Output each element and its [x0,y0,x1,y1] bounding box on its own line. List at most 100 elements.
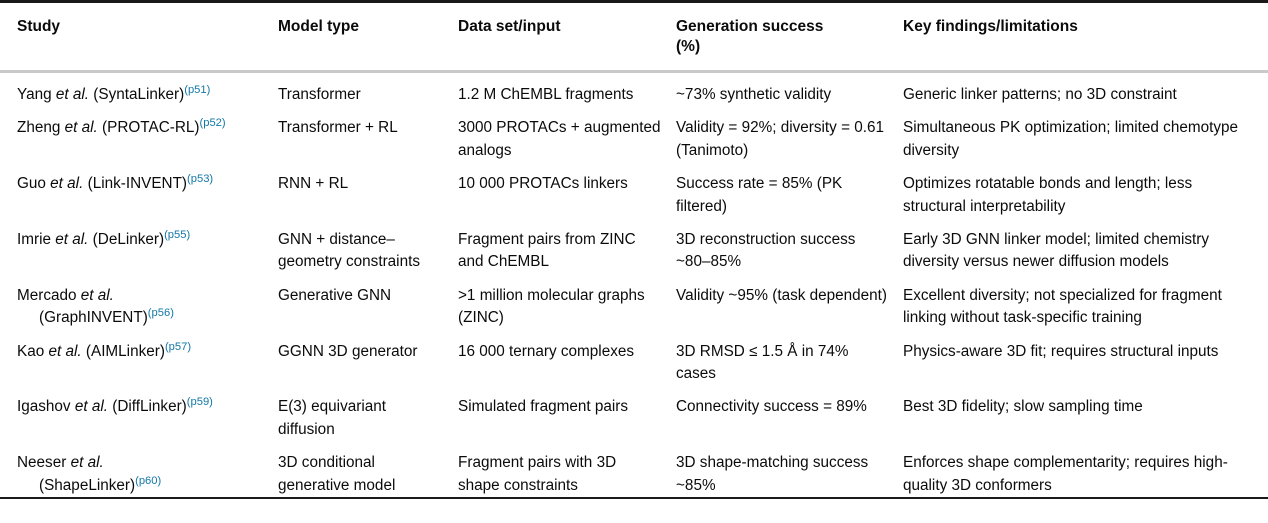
column-header-study: Study [0,1,278,73]
table-cell-generation-success-text: Success rate = 85% (PK filtered) [676,175,843,215]
table-cell-key-findings-text: Excellent diversity; not specialized for… [903,286,1222,327]
table-cell-generation-success: Validity = 92%; diversity = 0.61 (Tanimo… [676,106,903,162]
table-cell-study: Mercado et al.(GraphINVENT)(p56) [0,274,278,330]
table-cell-key-findings-text: Optimizes rotatable bonds and length; le… [903,175,1193,215]
reference-superscript[interactable]: (p52) [199,117,226,130]
table-cell-generation-success-text: 3D reconstruction success ~80–85% [676,231,856,271]
study-author: Guo [17,175,46,193]
reference-superscript[interactable]: (p57) [164,340,192,353]
study-tool-name: (SyntaLinker) [93,86,185,103]
table-cell-model-type-text: RNN + RL [278,175,349,193]
table-cell-model-type-text: 3D conditional generative model [278,454,396,494]
table-row: Yang et al. (SyntaLinker)(p51)Transforme… [0,72,1268,107]
study-name: Igashov et al. (DiffLinker)(p59) [17,396,264,418]
column-header-key-findings-label: Key findings/limitations [903,18,1078,35]
table-cell-model-type: 3D conditional generative model [278,441,458,497]
table-cell-study: Yang et al. (SyntaLinker)(p51) [0,72,278,107]
table-cell-data-set-input: 16 000 ternary complexes [458,330,676,386]
study-et-al: et al. [70,454,104,472]
table-bottom-rule [0,496,1268,500]
column-header-generation-success-label-line1: Generation success [676,18,824,35]
table-cell-key-findings-text: Enforces shape complementarity; requires… [903,454,1228,494]
reference-superscript[interactable]: (p56) [147,307,174,320]
study-tool-name: (ShapeLinker) [39,476,136,494]
table-cell-study: Guo et al. (Link-INVENT)(p53) [0,162,278,218]
study-et-al: et al. [55,231,89,249]
table-cell-data-set-input-text: Fragment pairs from ZINC and ChEMBL [458,231,636,271]
study-et-al: et al. [50,175,84,193]
study-author: Imrie [17,231,51,249]
reference-superscript[interactable]: (p55) [164,228,191,241]
table-cell-model-type: GGNN 3D generator [278,330,458,386]
table-cell-generation-success-text: Validity = 92%; diversity = 0.61 (Tanimo… [676,119,885,159]
table-cell-data-set-input-text: 1.2 M ChEMBL fragments [458,86,634,103]
column-header-data-set-input-label: Data set/input [458,18,561,35]
study-author: Mercado [17,286,77,304]
table-row: Kao et al. (AIMLinker)(p57) GGNN 3D gener… [0,330,1268,386]
table-cell-data-set-input-text: 3000 PROTACs + augmented analogs [458,119,661,159]
study-name: Mercado et al.(GraphINVENT)(p56) [17,285,264,330]
table-header: Study Model type Data set/input Generati… [0,1,1268,73]
study-et-al: et al. [64,119,98,137]
table-cell-study: Igashov et al. (DiffLinker)(p59) [0,385,278,441]
study-name-line-2: (GraphINVENT)(p56) [17,307,264,329]
table-cell-key-findings: Simultaneous PK optimization; limited ch… [903,106,1268,162]
study-et-al: et al. [48,342,82,360]
table-cell-data-set-input-text: >1 million molecular graphs (ZINC) [458,286,645,327]
table-cell-data-set-input: Fragment pairs with 3D shape constraints [458,441,676,497]
column-header-key-findings: Key findings/limitations [903,1,1268,73]
study-author: Zheng [17,119,61,137]
study-name-line-1: Neeser et al. [17,452,264,474]
study-tool-name: (Link-INVENT) [87,175,188,193]
table-cell-model-type-text: Transformer + RL [278,119,398,137]
table-bottom-rule-cell [0,496,1268,500]
table-cell-data-set-input: 10 000 PROTACs linkers [458,162,676,218]
table-cell-data-set-input: >1 million molecular graphs (ZINC) [458,274,676,330]
reference-superscript[interactable]: (p59) [186,396,213,409]
study-name-line-1: Mercado et al. [17,285,264,307]
column-header-model-type-label: Model type [278,18,359,35]
table-cell-study: Imrie et al. (DeLinker)(p55) [0,218,278,274]
reference-superscript[interactable]: (p60) [135,474,162,487]
table-cell-model-type-text: E(3) equivariant diffusion [278,398,386,438]
study-et-al: et al. [80,286,114,304]
table-cell-data-set-input-text: 16 000 ternary complexes [458,342,635,360]
study-et-al: et al. [74,398,108,416]
study-et-al: et al. [55,86,90,103]
table-cell-key-findings: Best 3D fidelity; slow sampling time [903,385,1268,441]
study-name: Neeser et al.(ShapeLinker)(p60) [17,452,264,497]
table-cell-key-findings-text: Best 3D fidelity; slow sampling time [903,398,1143,416]
table-cell-model-type: E(3) equivariant diffusion [278,385,458,441]
table-cell-key-findings: Physics-aware 3D fit; requires structura… [903,330,1268,386]
study-name: Imrie et al. (DeLinker)(p55) [17,229,264,251]
table-row: Neeser et al.(ShapeLinker)(p60)3D condit… [0,441,1268,497]
table-cell-key-findings-text: Early 3D GNN linker model; limited chemi… [903,231,1210,271]
table-cell-model-type-text: GGNN 3D generator [278,342,418,360]
table-cell-generation-success-text: 3D RMSD ≤ 1.5 Å in 74% cases [676,342,849,383]
table-cell-key-findings: Optimizes rotatable bonds and length; le… [903,162,1268,218]
table-cell-generation-success: 3D reconstruction success ~80–85% [676,218,903,274]
study-tool-name: (AIMLinker) [85,342,165,360]
table-cell-generation-success-text: Connectivity success = 89% [676,398,867,416]
table-cell-data-set-input: Simulated fragment pairs [458,385,676,441]
table-cell-study: Kao et al. (AIMLinker)(p57) [0,330,278,386]
study-name: Zheng et al. (PROTAC-RL)(p52) [17,117,264,139]
table-cell-data-set-input-text: Fragment pairs with 3D shape constraints [458,454,617,494]
study-name-line-2: (ShapeLinker)(p60) [17,475,264,497]
column-header-generation-success-label-line2: (%) [676,38,701,55]
table-cell-model-type-text: GNN + distance–geometry constraints [278,231,420,271]
study-author: Yang [17,86,52,103]
table-cell-generation-success-text: ~73% synthetic validity [676,86,832,103]
table-cell-model-type: GNN + distance–geometry constraints [278,218,458,274]
table-cell-generation-success: Validity ~95% (task dependent) [676,274,903,330]
table-cell-data-set-input-text: Simulated fragment pairs [458,398,629,416]
table-body: Yang et al. (SyntaLinker)(p51)Transforme… [0,72,1268,500]
study-name: Kao et al. (AIMLinker)(p57) [17,341,264,363]
table-cell-model-type: Transformer + RL [278,106,458,162]
reference-superscript[interactable]: (p51) [184,83,211,96]
table-header-row: Study Model type Data set/input Generati… [0,1,1268,73]
table-cell-generation-success: Connectivity success = 89% [676,385,903,441]
table-cell-model-type-text: Transformer [278,86,361,103]
column-header-generation-success: Generation success (%) [676,1,903,73]
reference-superscript[interactable]: (p53) [187,173,214,186]
